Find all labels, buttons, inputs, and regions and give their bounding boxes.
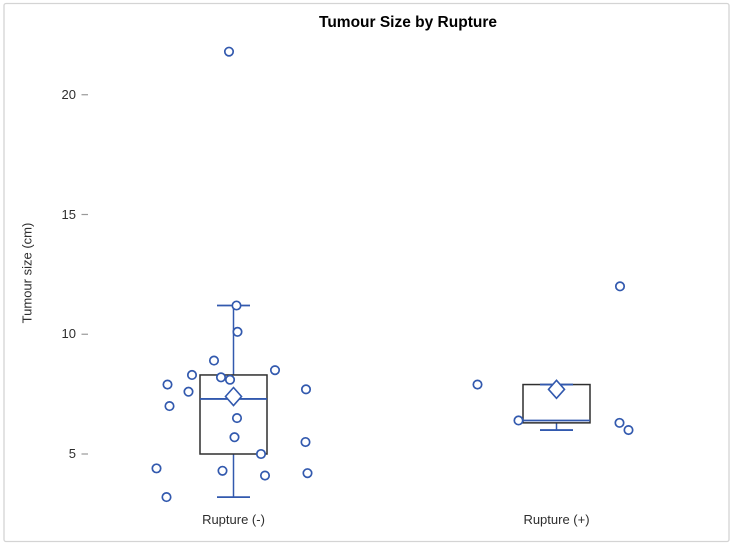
data-point	[614, 417, 625, 428]
data-point	[300, 436, 311, 448]
chart-title: Tumour Size by Rupture	[319, 14, 497, 31]
mean-diamond	[224, 386, 243, 407]
data-point	[215, 372, 227, 383]
data-point	[232, 326, 243, 337]
data-point	[259, 470, 271, 481]
y-tick-label-20: 20	[61, 86, 76, 102]
data-point	[614, 281, 626, 292]
data-point	[224, 374, 236, 385]
data-point	[231, 300, 242, 311]
data-point	[161, 492, 172, 503]
data-point	[186, 369, 198, 381]
data-point	[164, 401, 175, 412]
y-tick-label-10: 10	[61, 326, 76, 342]
data-point	[472, 379, 483, 390]
data-point	[300, 384, 312, 395]
figure-border	[3, 2, 730, 543]
x-category-label-rupture-pos: Rupture (+)	[523, 512, 590, 527]
data-point	[302, 468, 313, 479]
data-point	[623, 424, 634, 436]
data-point	[229, 432, 240, 443]
x-category-label-rupture-neg: Rupture (-)	[202, 512, 265, 527]
data-point	[183, 386, 194, 397]
data-point	[162, 379, 173, 390]
data-point	[223, 46, 235, 57]
data-point	[513, 415, 524, 426]
y-tick-label-5: 5	[68, 446, 76, 461]
data-point	[217, 465, 228, 476]
data-point	[151, 463, 162, 474]
data-point	[269, 365, 281, 376]
data-point	[255, 448, 267, 460]
data-point	[208, 355, 220, 366]
y-tick-label-15: 15	[61, 206, 76, 222]
y-axis-title: Tumour size (cm)	[19, 222, 35, 324]
data-point	[231, 413, 243, 424]
mean-diamond	[547, 379, 566, 400]
